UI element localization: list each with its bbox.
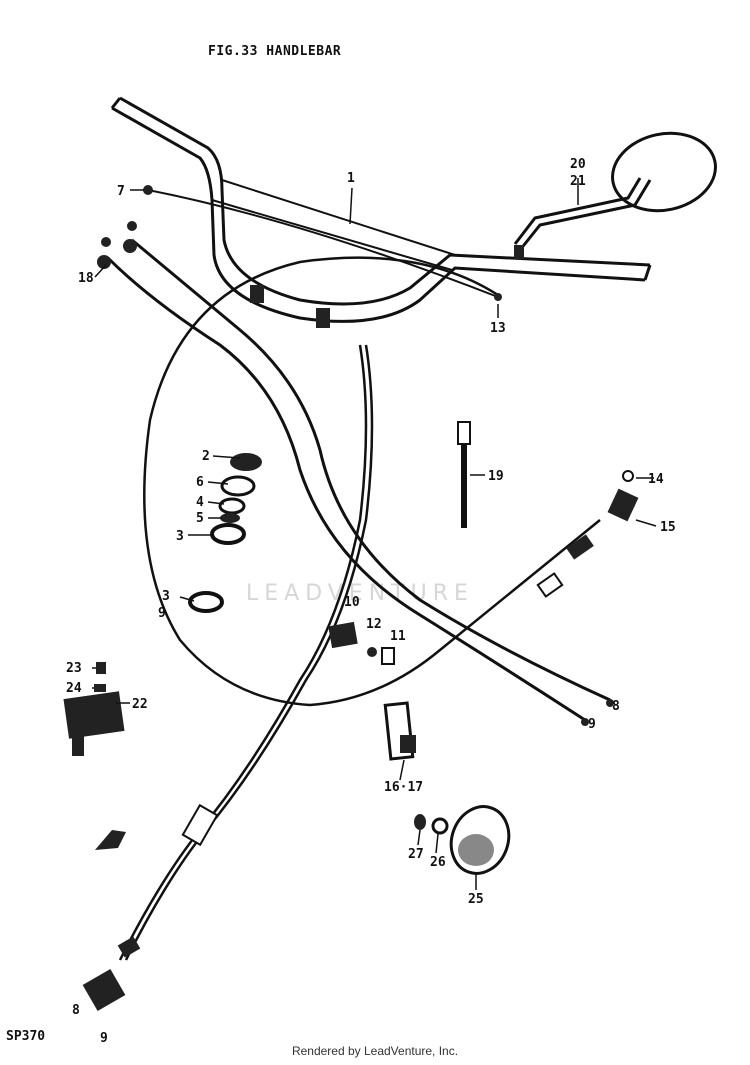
callout-21: 21 [570, 174, 586, 189]
switch-assembly [63, 662, 125, 756]
callout-8-right: 8 [612, 699, 620, 714]
watermark: LEADVENTURE [246, 581, 474, 606]
callout-9-bottom: 9 [100, 1031, 108, 1046]
callout-5: 5 [196, 511, 204, 526]
callout-22: 22 [132, 697, 148, 712]
callout-14: 14 [648, 472, 664, 487]
reflector [414, 805, 511, 875]
callout-26: 26 [430, 855, 446, 870]
callout-15: 15 [660, 520, 676, 535]
callout-9-right: 9 [588, 717, 596, 732]
callout-7: 7 [117, 184, 125, 199]
callout-19: 19 [488, 469, 504, 484]
throttle-cable [118, 256, 601, 961]
cable-clamp [328, 621, 395, 665]
strap [457, 421, 471, 528]
callout-3-upper: 3 [176, 529, 184, 544]
callout-24: 24 [66, 681, 82, 696]
callout-18: 18 [78, 271, 94, 286]
clutch-brake-cables [97, 185, 614, 726]
throttle-housing [82, 936, 141, 1011]
leader-lines [92, 178, 657, 890]
callout-1: 1 [347, 171, 355, 186]
callout-10: 10 [344, 595, 360, 610]
callout-6: 6 [196, 475, 204, 490]
callout-13: 13 [490, 321, 506, 336]
callout-12: 12 [366, 617, 382, 632]
callout-16-17: 16·17 [384, 780, 423, 795]
cable-adjuster [566, 470, 639, 560]
figure-title: FIG.33 HANDLEBAR [208, 44, 341, 59]
mirror [513, 131, 717, 259]
figure-code: SP370 [6, 1029, 45, 1044]
callout-20: 20 [570, 157, 586, 172]
callout-8-bottom: 8 [72, 1003, 80, 1018]
callout-27: 27 [408, 847, 424, 862]
direction-arrow-icon [95, 830, 126, 850]
callout-labels: 1 2 6 4 5 3 3 9 7 18 13 20 21 19 14 15 1… [6, 157, 676, 1046]
handlebar [110, 96, 652, 328]
bracket [383, 701, 416, 761]
callout-4: 4 [196, 495, 204, 510]
callout-25: 25 [468, 892, 484, 907]
footer-credit: Rendered by LeadVenture, Inc. [291, 1044, 459, 1058]
callout-11: 11 [390, 629, 406, 644]
callout-23: 23 [66, 661, 82, 676]
callout-2: 2 [202, 449, 210, 464]
callout-3-lower: 3 [162, 589, 170, 604]
callout-9-washer: 9 [158, 606, 166, 621]
